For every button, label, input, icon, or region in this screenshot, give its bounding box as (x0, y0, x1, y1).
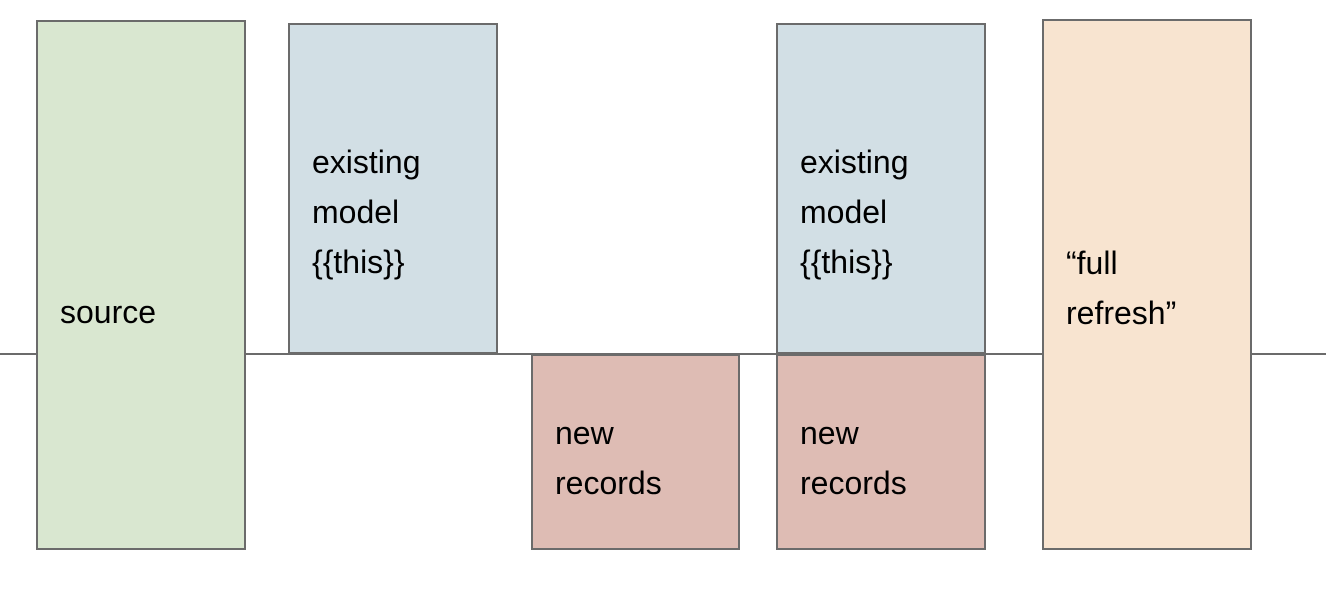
box-new-records-1[interactable]: new records (531, 354, 740, 550)
box-existing-model-2[interactable]: existing model {{this}} (776, 23, 986, 354)
box-new-records-1-label: new records (555, 415, 662, 501)
box-full-refresh[interactable]: “full refresh” (1042, 19, 1252, 550)
box-existing-model-1[interactable]: existing model {{this}} (288, 23, 498, 354)
box-new-records-2-label: new records (800, 415, 907, 501)
box-new-records-2[interactable]: new records (776, 354, 986, 550)
box-source-label: source (60, 294, 157, 330)
box-existing-model-2-label: existing model {{this}} (800, 144, 909, 280)
box-full-refresh-label: “full refresh” (1066, 245, 1177, 331)
box-existing-model-1-label: existing model {{this}} (312, 144, 421, 280)
box-source[interactable]: source (36, 20, 246, 550)
